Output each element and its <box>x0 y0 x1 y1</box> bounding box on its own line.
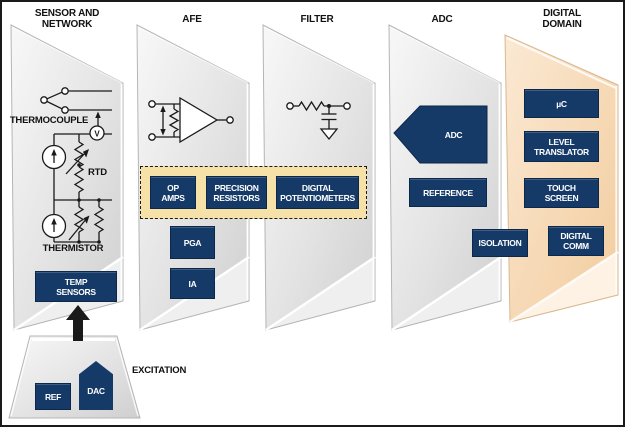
header-sensor-network: SENSOR AND NETWORK <box>34 8 100 30</box>
precision-resistors-box[interactable]: PRECISION RESISTORS <box>206 176 267 209</box>
ref-box[interactable]: REF <box>35 383 71 410</box>
voltmeter-letter: V <box>94 129 100 138</box>
up-arrow <box>66 305 90 341</box>
digital-comm-box[interactable]: DIGITAL COMM <box>548 226 604 256</box>
pga-box[interactable]: PGA <box>170 226 215 259</box>
touch-screen-box[interactable]: TOUCH SCREEN <box>524 178 599 208</box>
thermocouple-symbol <box>40 87 112 126</box>
header-afe: AFE <box>182 14 202 25</box>
excitation-trapezoid <box>8 335 141 419</box>
digital-potentiometers-box[interactable]: DIGITAL POTENTIOMETERS <box>276 176 359 209</box>
rc-filter-symbol <box>286 100 351 141</box>
header-adc: ADC <box>431 14 453 25</box>
op-amp-symbol <box>148 96 234 144</box>
isolation-box[interactable]: ISOLATION <box>472 229 528 257</box>
excitation-label: EXCITATION <box>132 365 187 376</box>
header-digital-domain: DIGITAL DOMAIN <box>542 8 582 30</box>
header-filter: FILTER <box>300 14 334 25</box>
voltmeter-symbol: V <box>89 125 105 141</box>
adc-arrow-shape[interactable] <box>393 105 488 164</box>
thermistor-label: THERMISTOR <box>42 243 104 254</box>
rtd-label: RTD <box>88 167 107 178</box>
adc-arrow-label: ADC <box>444 129 463 140</box>
reference-box[interactable]: REFERENCE <box>409 178 487 207</box>
ia-box[interactable]: IA <box>170 268 215 299</box>
temp-sensors-box[interactable]: TEMP SENSORS <box>35 271 117 302</box>
uc-box[interactable]: µC <box>524 89 599 118</box>
level-translator-box[interactable]: LEVEL TRANSLATOR <box>524 131 599 162</box>
thermocouple-label: THERMOCOUPLE <box>9 115 89 126</box>
op-amps-box[interactable]: OP AMPS <box>150 176 196 209</box>
thermistor-symbol <box>41 200 105 244</box>
